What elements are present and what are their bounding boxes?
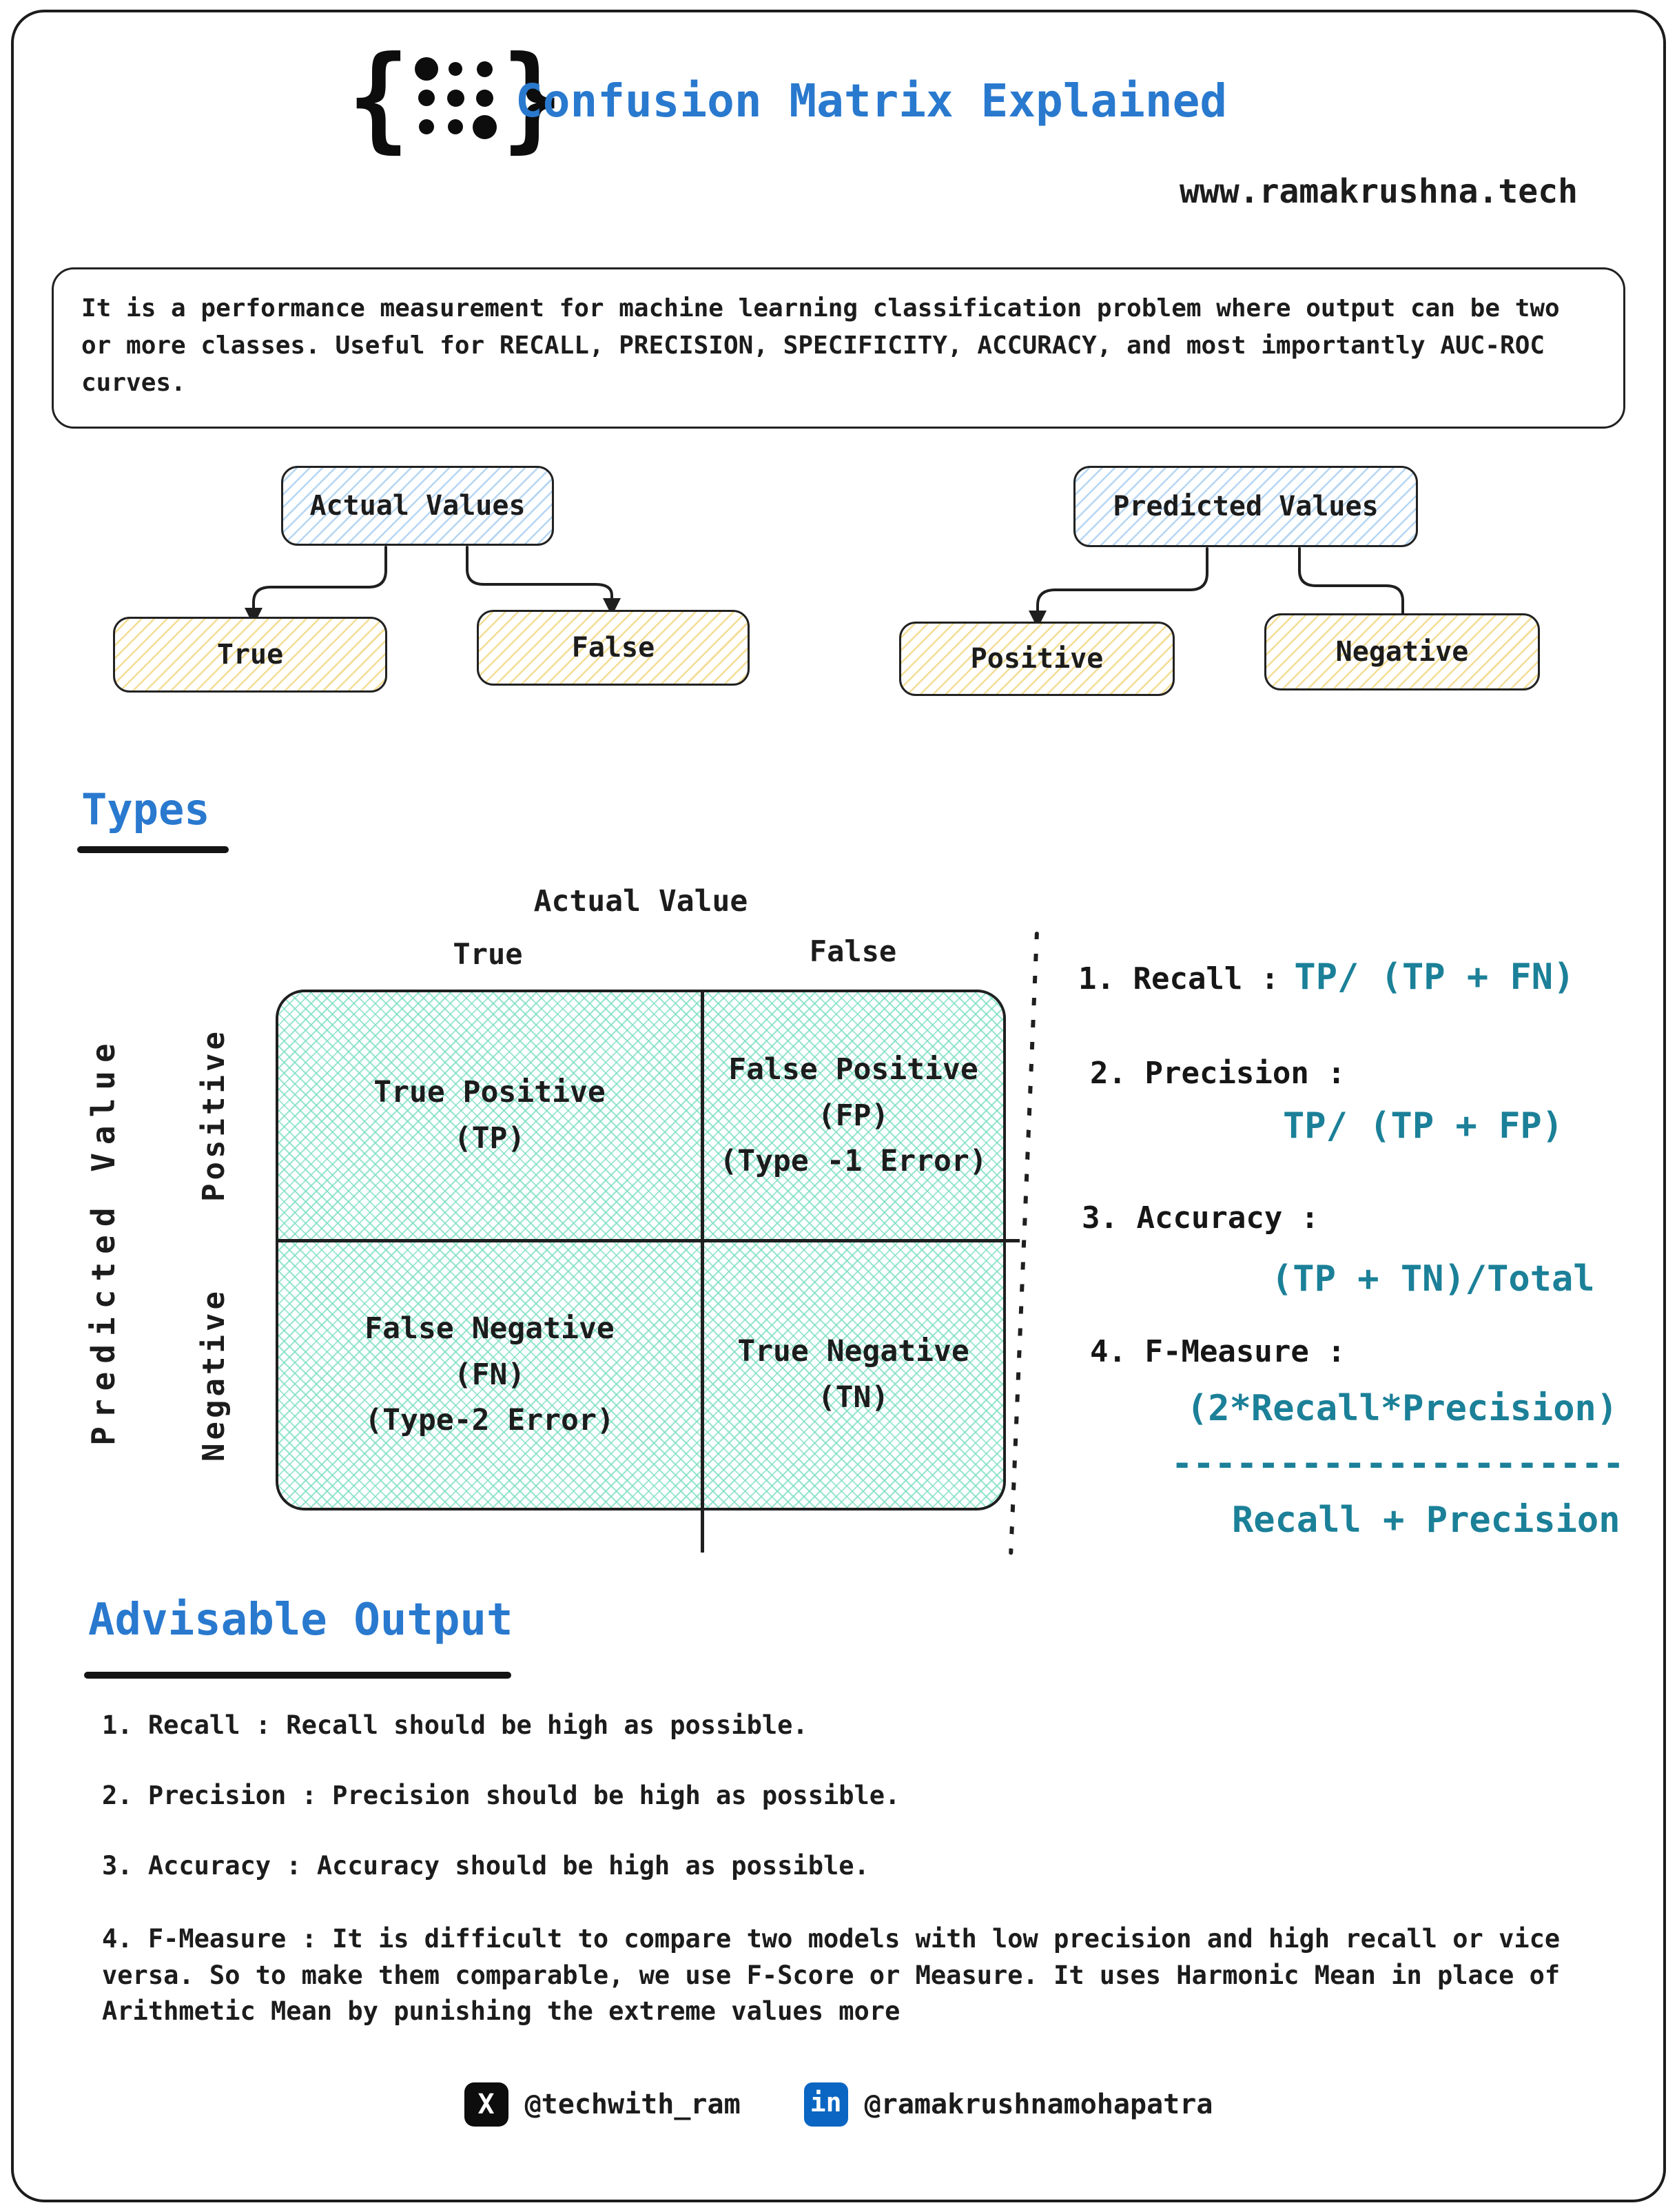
actual-false-label: False [571,632,655,664]
actual-value-axis-label: Actual Value [533,884,748,919]
advisable-item-accuracy: 3. Accuracy : Accuracy should be high as… [102,1851,870,1881]
right-brace-icon: } [502,31,564,165]
dot-icon [448,119,464,134]
cell-line: (Type-2 Error) [364,1403,615,1438]
formula-fmeasure-fraction-bar: --------------------- [1171,1443,1625,1484]
dot-icon [418,90,435,106]
formula-recall-label: 1. Recall : [1078,961,1279,996]
actual-values-box: Actual Values [281,466,554,546]
advisable-item-fmeasure: 4. F-Measure : It is difficult to compar… [102,1924,1561,2027]
predicted-negative-label: Negative [1335,636,1469,668]
matrix-vertical-divider [701,991,704,1553]
cell-false-negative: False Negative (FN) (Type-2 Error) [278,1242,701,1508]
dot-icon [472,114,497,139]
cell-line: (Type -1 Error) [719,1144,987,1179]
cell-true-positive: True Positive (TP) [278,992,701,1239]
dot-icon [419,119,435,134]
types-underline [77,846,229,853]
page-border-frame [11,10,1666,2202]
cell-false-positive: False Positive (FP) (Type -1 Error) [703,992,1003,1239]
linkedin-handle-row: in @ramakrushnamohapatra [803,2082,1213,2127]
actual-true-label: True [216,639,284,670]
formula-precision-label: 2. Precision : [1090,1056,1346,1091]
values-flow-diagram: Actual Values True False Predicted Value… [0,448,1677,724]
row-label-positive: Positive [196,1028,232,1202]
cell-line: False Negative [364,1311,615,1346]
left-brace-icon: { [348,31,410,165]
twitter-handle: @techwith_ram [524,2089,741,2120]
cell-line: True Positive [373,1075,606,1110]
predicted-values-label: Predicted Values [1113,491,1379,522]
cell-line: (TN) [817,1380,889,1415]
x-twitter-icon: X [464,2082,508,2127]
cell-line: False Positive [728,1052,978,1087]
description-box: It is a performance measurement for mach… [52,267,1625,429]
formula-precision-expression: TP/ (TP + FP) [1283,1105,1563,1147]
predicted-positive-label: Positive [970,643,1104,675]
cell-line: (TP) [453,1121,526,1156]
formula-fmeasure-label: 4. F-Measure : [1090,1334,1346,1369]
twitter-handle-row: X @techwith_ram [464,2082,741,2127]
predicted-value-axis-label: Predicted Value [85,1035,122,1446]
matrix-logo-icon: { } [348,41,563,155]
cell-line: (FP) [817,1098,889,1133]
advisable-output-heading: Advisable Output [88,1595,513,1646]
dot-icon [476,61,493,77]
dot-icon [475,89,493,107]
formula-recall: 1. Recall : TP/ (TP + FN) [1078,956,1574,998]
dot-matrix-icon [412,54,499,141]
matrix-horizontal-divider [276,1239,1020,1242]
website-url: www.ramakrushna.tech [1180,172,1578,211]
formula-fmeasure-numerator: (2*Recall*Precision) [1186,1388,1618,1429]
actual-values-label: Actual Values [309,490,526,522]
formula-accuracy-label: 3. Accuracy : [1082,1200,1319,1236]
dot-icon [446,89,464,107]
predicted-negative-box: Negative [1264,613,1540,690]
cell-line: (FN) [453,1357,526,1392]
linkedin-handle: @ramakrushnamohapatra [864,2089,1213,2120]
formula-accuracy-expression: (TP + TN)/Total [1271,1258,1595,1300]
types-heading: Types [81,784,210,834]
dot-icon [415,57,439,81]
column-label-true: True [453,937,523,971]
row-label-negative: Negative [196,1288,232,1462]
advisable-item-recall: 1. Recall : Recall should be high as pos… [102,1710,808,1740]
page-title: Confusion Matrix Explained [515,74,1228,127]
linkedin-icon: in [803,2082,848,2127]
cell-line: True Negative [737,1334,969,1369]
footer: X @techwith_ram in @ramakrushnamohapatra [0,2082,1677,2127]
advisable-output-underline [84,1672,511,1679]
actual-false-box: False [477,610,750,686]
predicted-positive-box: Positive [899,622,1175,696]
actual-true-box: True [113,617,387,693]
formula-recall-expression: TP/ (TP + FN) [1294,956,1575,998]
cell-true-negative: True Negative (TN) [703,1242,1003,1508]
advisable-item-precision: 2. Precision : Precision should be high … [102,1781,901,1810]
dot-icon [449,62,463,76]
predicted-values-box: Predicted Values [1073,466,1418,547]
column-label-false: False [809,934,897,968]
confusion-matrix: True Positive (TP) False Positive (FP) (… [276,990,1020,1553]
formula-fmeasure-denominator: Recall + Precision [1232,1499,1621,1541]
